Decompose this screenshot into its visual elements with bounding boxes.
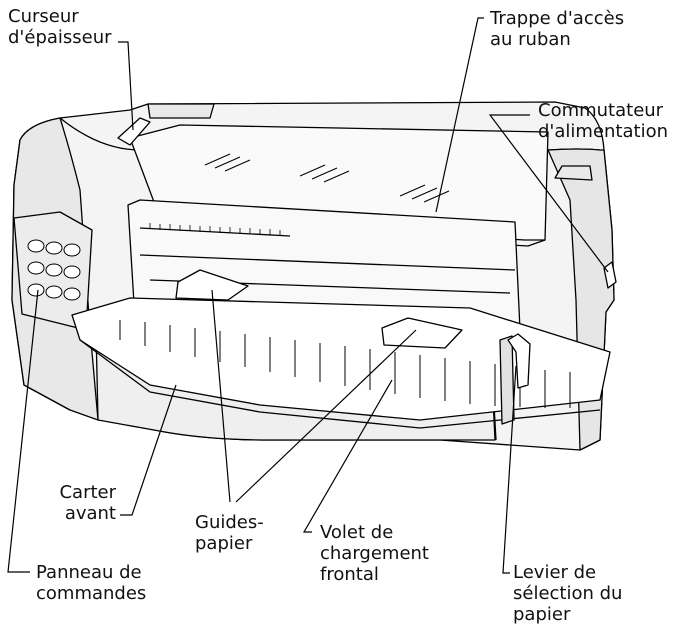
label-curseur: Curseur d'épaisseur bbox=[8, 6, 112, 48]
paper-guide-right bbox=[381, 317, 463, 349]
top-bump-right bbox=[554, 165, 593, 181]
label-volet-line3: frontal bbox=[320, 564, 379, 585]
label-trappe-line1: Trappe d'accès bbox=[490, 8, 625, 29]
label-levier-line3: papier bbox=[513, 604, 571, 625]
scale-ruler bbox=[139, 227, 291, 237]
leader-curseur bbox=[118, 41, 134, 131]
power-switch bbox=[603, 261, 617, 289]
label-guides: Guides- papier bbox=[195, 512, 264, 554]
label-volet-line1: Volet de bbox=[320, 522, 394, 543]
label-panneau: Panneau de commandes bbox=[36, 562, 146, 604]
leader-trappe bbox=[435, 17, 484, 213]
label-curseur-line1: Curseur bbox=[8, 6, 79, 27]
panel-buttons bbox=[27, 239, 81, 301]
label-carter-line2: avant bbox=[64, 503, 116, 524]
leader-panneau bbox=[7, 289, 39, 573]
label-trappe-line2: au ruban bbox=[490, 29, 571, 50]
label-levier-line2: sélection du bbox=[513, 583, 623, 604]
paper-guide-left bbox=[175, 269, 249, 301]
leader-levier bbox=[502, 365, 517, 574]
ruler-ticks bbox=[149, 223, 281, 236]
leader-volet bbox=[302, 379, 393, 533]
label-commutateur: Commutateur d'alimentation bbox=[538, 100, 668, 142]
leader-guides-right bbox=[235, 329, 417, 503]
label-carter-line1: Carter bbox=[59, 482, 116, 503]
label-volet-line2: chargement bbox=[320, 543, 429, 564]
platen bbox=[139, 254, 516, 271]
printer-illustration bbox=[11, 101, 617, 451]
label-panneau-line1: Panneau de bbox=[36, 562, 142, 583]
leader-guides-left bbox=[211, 289, 231, 503]
label-guides-line2: papier bbox=[195, 533, 253, 554]
label-commutateur-line2: d'alimentation bbox=[538, 121, 668, 142]
paper-select-lever bbox=[507, 333, 531, 389]
paper-select-slot bbox=[499, 335, 515, 425]
label-levier-line1: Levier de bbox=[513, 562, 597, 583]
label-carter: Carter avant bbox=[40, 482, 116, 524]
tray-ribs bbox=[119, 320, 571, 408]
label-commutateur-line1: Commutateur bbox=[538, 100, 664, 121]
cover-hatching bbox=[204, 153, 450, 203]
label-trappe: Trappe d'accès au ruban bbox=[490, 8, 624, 50]
callout-lines bbox=[7, 17, 609, 574]
label-guides-line1: Guides- bbox=[195, 512, 264, 533]
front-tray-edge bbox=[79, 339, 601, 429]
label-levier: Levier de sélection du papier bbox=[513, 562, 622, 625]
top-bump-left bbox=[147, 103, 215, 119]
leader-carter bbox=[120, 384, 177, 516]
label-panneau-line2: commandes bbox=[36, 583, 147, 604]
label-volet: Volet de chargement frontal bbox=[320, 522, 429, 585]
leader-commutateur bbox=[488, 114, 609, 273]
label-curseur-line2: d'épaisseur bbox=[8, 27, 112, 48]
